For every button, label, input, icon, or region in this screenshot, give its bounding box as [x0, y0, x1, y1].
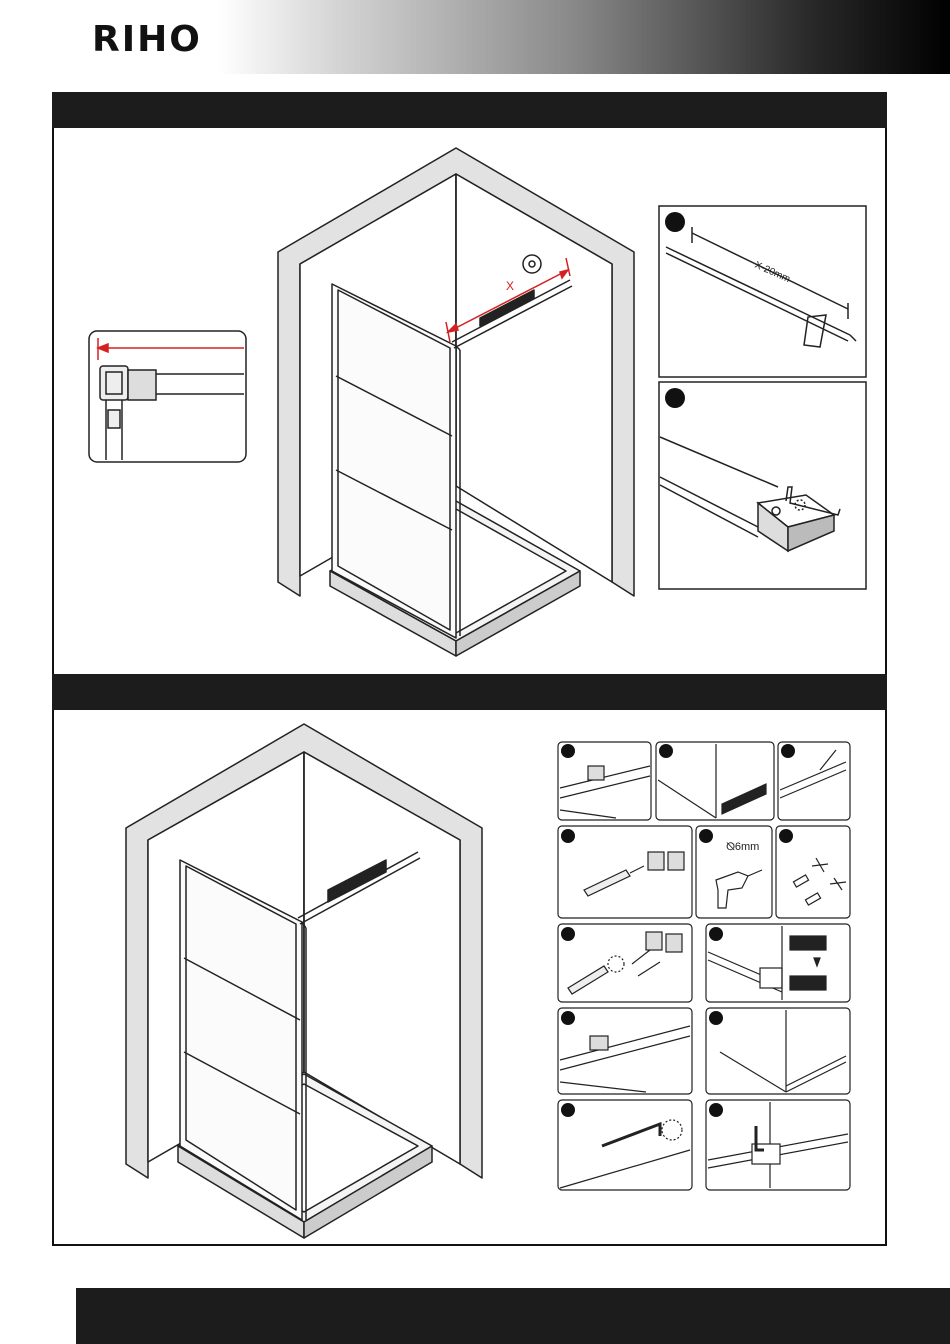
- detail-a-cut-bar: X-20mm: [658, 205, 868, 379]
- drill-size-label: ⦰6mm: [726, 841, 759, 853]
- step-marker-b: [665, 388, 685, 408]
- footer-bar: [76, 1288, 950, 1344]
- installation-steps-grid: ⦰6mm: [556, 740, 852, 1194]
- brand-logo: RIHO: [92, 20, 202, 60]
- measure-label: X: [506, 279, 514, 293]
- step-panel: [656, 742, 774, 820]
- section-bar-1: [52, 92, 887, 128]
- step-panel: [706, 1008, 850, 1094]
- shower-corner-illustration-2: [124, 722, 486, 1242]
- step-marker-a: [665, 212, 685, 232]
- step-panel: [558, 1008, 692, 1094]
- profile-zoom-detail: [88, 330, 248, 464]
- step-panel: [558, 1100, 692, 1190]
- shower-corner-illustration-1: X: [270, 146, 642, 658]
- section-bar-2: [52, 674, 887, 710]
- detail-b-end-cap: [658, 381, 868, 591]
